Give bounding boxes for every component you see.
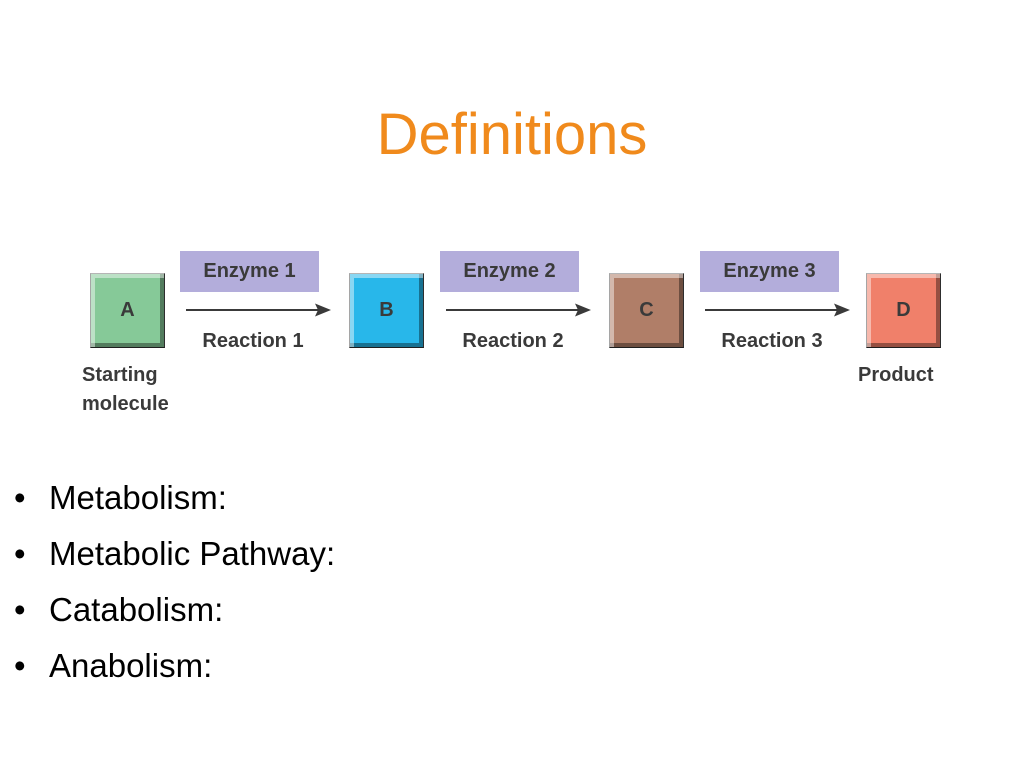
reaction-2-arrow-icon [446,303,591,317]
molecule-d-box: D [866,273,941,348]
bullet-text: Metabolism: [49,479,227,516]
starting-molecule-caption-line-2: molecule [82,393,169,415]
list-item: • Metabolic Pathway: [14,526,335,582]
starting-molecule-caption: Starting molecule [82,361,192,419]
list-item: • Catabolism: [14,582,335,638]
enzyme-1-label: Enzyme 1 [180,251,319,292]
slide-title: Definitions [376,102,648,167]
reaction-2-label: Reaction 2 [462,330,564,352]
definitions-bullet-list: • Metabolism: • Metabolic Pathway: • Catabo… [14,470,335,694]
enzyme-3-label: Enzyme 3 [700,251,839,292]
bullet-text: Metabolic Pathway: [49,535,336,572]
reaction-3-label: Reaction 3 [721,330,823,352]
molecule-a-box: A [90,273,165,348]
product-caption: Product [858,364,934,386]
bullet-icon: • [14,535,26,572]
bullet-text: Anabolism: [49,647,213,684]
list-item: • Anabolism: [14,638,335,694]
reaction-1-label: Reaction 1 [202,330,304,352]
starting-molecule-caption-line-1: Starting [82,364,158,386]
list-item: • Metabolism: [14,470,335,526]
bullet-text: Catabolism: [49,591,224,628]
bullet-icon: • [14,647,26,684]
reaction-1-arrow-icon [186,303,331,317]
molecule-b-box: B [349,273,424,348]
bullet-icon: • [14,591,26,628]
reaction-3-arrow-icon [705,303,850,317]
bullet-icon: • [14,479,26,516]
molecule-c-box: C [609,273,684,348]
enzyme-2-label: Enzyme 2 [440,251,579,292]
